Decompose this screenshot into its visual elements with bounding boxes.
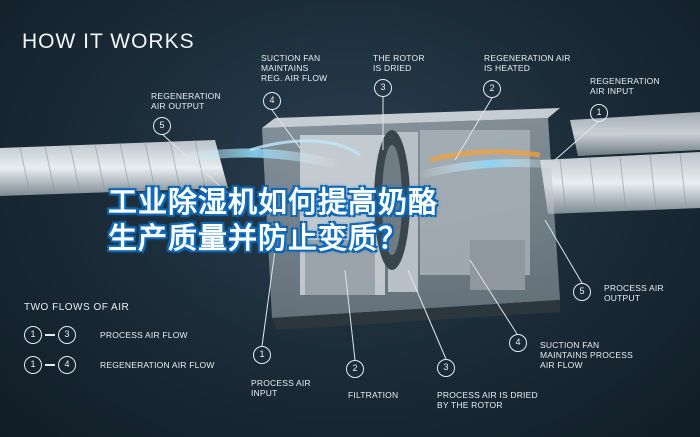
flow-dash (45, 364, 55, 366)
step-badge: 1 (590, 104, 608, 122)
label-process-air-input: PROCESS AIR INPUT (251, 378, 311, 398)
flows-legend-item: 1 3 PROCESS AIR FLOW (24, 326, 188, 344)
right-duct (540, 112, 700, 214)
label-process-air-output: PROCESS AIR OUTPUT (604, 283, 664, 303)
flows-legend-title: TWO FLOWS OF AIR (24, 302, 130, 313)
banner-title: 工业除湿机如何提高奶酪 生产质量并防止变质？ (108, 184, 608, 256)
flow-end-badge: 4 (58, 356, 76, 374)
step-badge: 1 (253, 346, 271, 364)
label-filtration: FILTRATION (348, 390, 399, 400)
step-badge: 4 (509, 334, 527, 352)
flow-start-badge: 1 (24, 356, 42, 374)
step-badge: 5 (153, 117, 171, 135)
label-regeneration-air-output: REGENERATION AIR OUTPUT (151, 91, 221, 111)
flow-label: PROCESS AIR FLOW (100, 330, 188, 340)
leader-lines (161, 97, 599, 361)
step-badge: 2 (346, 360, 364, 378)
step-badge: 4 (263, 92, 281, 110)
flow-label: REGENERATION AIR FLOW (100, 360, 215, 370)
flow-dash (45, 334, 55, 336)
label-suction-fan-process: SUCTION FAN MAINTAINS PROCESS AIR FLOW (540, 340, 633, 370)
banner-line-2: 生产质量并防止变质？ (108, 221, 409, 255)
step-badge: 5 (573, 283, 591, 301)
step-badge: 2 (483, 80, 501, 98)
flow-start-badge: 1 (24, 326, 42, 344)
label-suction-fan-reg: SUCTION FAN MAINTAINS REG. AIR FLOW (261, 53, 328, 83)
banner-line-1: 工业除湿机如何提高奶酪 (108, 185, 439, 219)
step-badge: 3 (437, 359, 455, 377)
flows-legend-item: 1 4 REGENERATION AIR FLOW (24, 356, 215, 374)
airflow-streams (169, 139, 561, 179)
label-regeneration-heated: REGENERATION AIR IS HEATED (484, 53, 571, 73)
page-title: HOW IT WORKS (22, 30, 195, 53)
flow-end-badge: 3 (58, 326, 76, 344)
label-regeneration-air-input: REGENERATION AIR INPUT (590, 76, 660, 96)
label-process-air-dried: PROCESS AIR IS DRIED BY THE ROTOR (437, 390, 538, 410)
left-duct (0, 139, 228, 196)
step-badge: 3 (374, 79, 392, 97)
label-rotor-dried: THE ROTOR IS DRIED (373, 53, 425, 73)
